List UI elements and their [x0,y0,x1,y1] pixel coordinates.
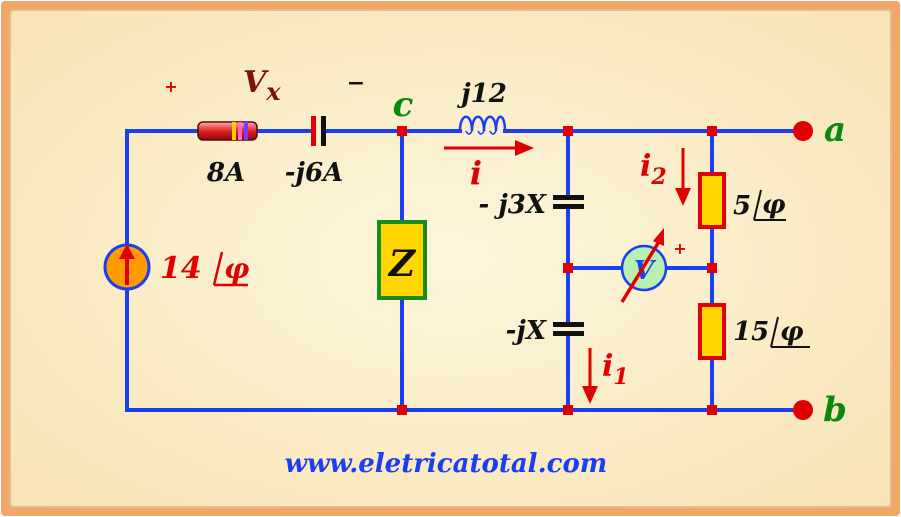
r5-phi: φ [762,190,786,220]
current-i2-arrow [675,148,691,206]
capacitor-j6a-label: -j6A [285,158,343,188]
terminal-b-dot [793,400,813,420]
current-source [103,243,151,291]
voltmeter: V [620,228,668,303]
vx-subscript: x [265,77,281,106]
source-phi: φ [224,252,250,285]
node-c-label: c [393,85,414,125]
current-i1-arrow [582,348,598,404]
i2-main: i [640,149,651,184]
resistor-15 [698,303,726,360]
i2-subscript: 2 [650,164,666,190]
website-url[interactable]: www.eletricatotal.com [285,449,608,479]
capacitor-jx-label: -jX [506,316,548,346]
r15-angle-symbol [770,316,810,348]
capacitor-j3x-label: - j3X [478,190,547,220]
impedance-z-box [377,220,427,300]
junction-nodes [397,126,717,415]
i1-subscript: 1 [613,364,628,390]
inductor-j12-label: j12 [456,79,507,109]
impedance-z-label: Z [387,243,417,285]
resistor-5-label: 5 [733,191,751,221]
vx-main: V [243,65,269,100]
i1-main: i [602,349,613,384]
vx-label: Vx [243,65,281,106]
source-value-label: 14 [160,251,202,286]
r5-angle-symbol [753,189,786,221]
terminal-a-label: a [824,110,846,150]
resistor-5 [698,172,726,229]
capacitor-j3x [553,195,584,209]
capacitor-j6a [311,116,326,146]
terminal-b-label: b [823,390,847,430]
r15-phi: φ [780,317,804,347]
voltmeter-plus: + [673,239,686,258]
current-i-arrow [444,140,534,156]
source-angle-symbol [212,251,248,287]
resistor-15-label: 15 [733,317,769,347]
capacitor-jx [553,322,584,336]
current-i1-label: i1 [602,349,629,390]
minus-right-label: − [347,71,365,96]
inductor-j12 [458,115,507,135]
current-i2-label: i2 [640,149,667,190]
terminal-a-dot [793,121,813,141]
current-i-label: i [470,154,482,192]
resistor-8a [197,121,258,141]
voltmeter-label: V [634,256,657,286]
plus-left-label: + [164,77,177,96]
resistor-8a-label: 8A [206,158,245,188]
